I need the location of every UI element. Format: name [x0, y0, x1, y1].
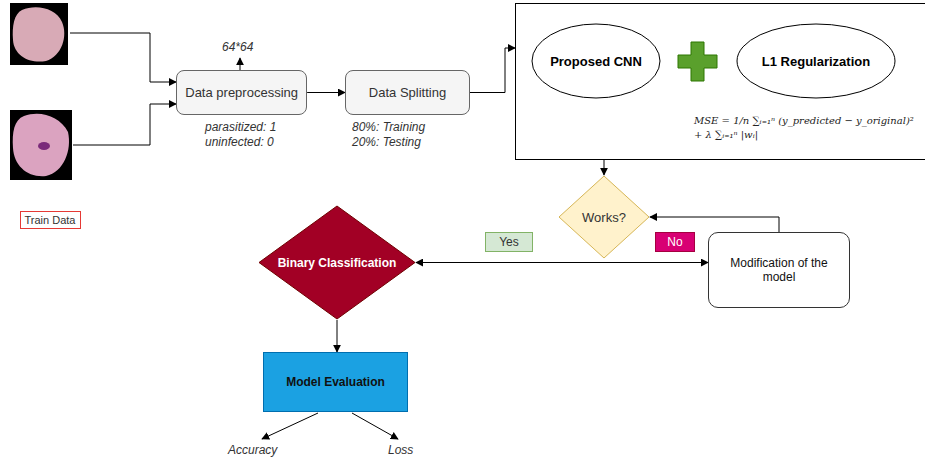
- annotation-label: 20%: Testing: [352, 135, 421, 149]
- flow-arrow: [470, 48, 515, 93]
- input-arrow: [70, 33, 176, 82]
- metric-arrow: [352, 413, 398, 439]
- ellipse-shape: [737, 24, 895, 98]
- annotation-label: 64*64: [222, 40, 253, 54]
- node-text: L1 Regularization: [762, 54, 870, 69]
- node-text: Binary Classification: [278, 256, 397, 270]
- flow-arrow: [337, 320, 338, 352]
- annotation-label: uninfected: 0: [205, 135, 274, 149]
- node-text: Modification of the model: [719, 256, 839, 284]
- decision-diamond: Binary Classification: [258, 205, 416, 320]
- data-tag: Train Data: [20, 211, 81, 229]
- flow-arrow: [650, 217, 779, 232]
- flow-arrow: [307, 92, 345, 93]
- model-frame: MSE = 1/n ∑ᵢ₌₁ⁿ (y_predicted − y_origina…: [515, 3, 925, 160]
- parasite-spot: [38, 142, 50, 150]
- diamond-shape: [259, 206, 415, 319]
- node-text: Data Splitting: [369, 85, 446, 100]
- cell-image-background: [10, 3, 68, 65]
- formula-text: MSE = 1/n ∑ᵢ₌₁ⁿ (y_predicted − y_origina…: [694, 114, 922, 141]
- node-text: Works?: [582, 210, 626, 225]
- ellipse-shape: [532, 24, 660, 98]
- model-ellipse: L1 Regularization: [736, 23, 896, 99]
- metric-arrow: [262, 413, 318, 439]
- decision-diamond: Works?: [558, 175, 650, 259]
- node-text: No: [667, 235, 682, 249]
- diamond-shape: [559, 176, 649, 258]
- annotation-label: 80%: Training: [352, 120, 425, 134]
- process-box: Modification of the model: [708, 232, 850, 308]
- cell-image-background: [10, 110, 72, 180]
- uninfected-cell: [13, 7, 65, 61]
- parasitized-cell: [13, 114, 69, 176]
- model-ellipse: Proposed CNN: [531, 23, 661, 99]
- flow-arrow: [416, 262, 708, 263]
- no-tag: No: [655, 232, 695, 252]
- yes-tag: Yes: [485, 232, 533, 252]
- node-text: Train Data: [25, 214, 76, 226]
- process-box: Data Splitting: [345, 70, 470, 115]
- size-arrow: [240, 58, 241, 70]
- process-box: Data preprocessing: [176, 70, 307, 115]
- node-text: Data preprocessing: [185, 85, 298, 100]
- node-text: Yes: [499, 235, 519, 249]
- annotation-label: parasitized: 1: [205, 120, 276, 134]
- flow-arrow: [604, 160, 605, 175]
- evaluation-box: Model Evaluation: [263, 352, 408, 412]
- node-text: Proposed CNN: [550, 54, 642, 69]
- plus-sign: [678, 42, 717, 81]
- node-text: Model Evaluation: [286, 375, 385, 389]
- annotation-label: Loss: [388, 443, 413, 457]
- annotation-label: Accuracy: [228, 443, 277, 457]
- input-arrow: [73, 104, 176, 145]
